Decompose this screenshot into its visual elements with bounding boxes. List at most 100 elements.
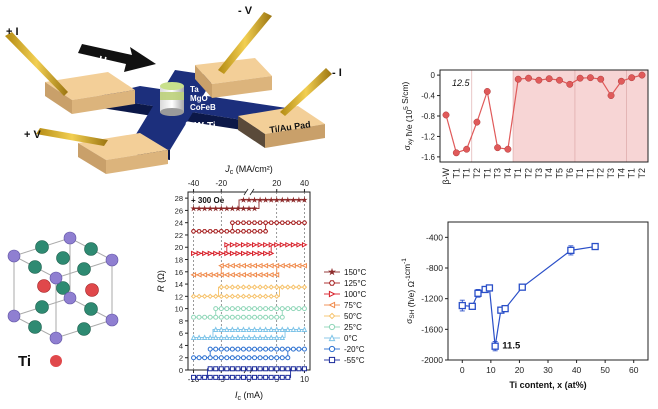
data-point [296,346,302,352]
data-point [218,346,224,352]
y-axis-title: σxy ħ/e (105 S/cm) [400,81,414,150]
x-category-label: T1 [513,168,523,179]
probe-tip-minus-v [218,12,272,74]
data-point [273,196,280,203]
data-point [285,355,291,361]
x-category-label: β-W [441,167,451,184]
data-point [252,241,258,248]
data-point [234,205,242,212]
y-tick-label: 4 [179,341,183,350]
corner-atom-4 [7,309,21,323]
data-point [256,196,264,203]
data-point [274,293,280,300]
data-point [224,374,230,380]
data-point [229,314,235,320]
data-point [251,262,258,269]
data-point [235,326,241,332]
data-point [246,250,253,257]
data-point [223,262,230,269]
legend-label: -55°C [344,356,365,365]
dopant-legend-marker [50,355,62,367]
data-point [190,334,197,340]
data-point [268,241,275,248]
data-point [279,220,285,225]
corner-atom-7 [49,331,63,345]
composition-annotation: 12.5 [452,78,471,88]
switching-loop-0 [190,196,308,212]
data-point [452,149,460,157]
legend-label: -20°C [344,345,365,354]
data-point [218,326,225,332]
data-point [268,374,274,380]
data-point [224,366,230,372]
data-point [235,306,241,312]
data-point [240,196,247,203]
y-tick-label: 14 [175,280,183,289]
data-point [201,293,208,300]
data-point [229,284,236,290]
data-point [240,272,246,278]
data-point [279,374,285,380]
dopant-atom-0 [37,279,51,293]
loop-down-branch [193,222,305,232]
data-point [301,220,308,225]
data-point [201,205,208,212]
data-point [268,220,274,225]
data-point [245,262,252,269]
x-category-label: T3 [534,168,544,179]
data-point [268,334,274,340]
pad-label-plus-i: + I [6,26,19,38]
corner-atom-2 [105,253,119,267]
channel-label: β-W-Ti [185,121,216,132]
x-tick-label: 50 [600,365,610,375]
data-point [224,355,230,361]
data-point [273,262,280,269]
legend-marker-0 [328,267,336,276]
data-point [240,262,246,269]
y-tick-label: 6 [179,329,183,338]
data-point [256,272,263,278]
data-point [235,374,241,380]
y-tick-label: 8 [179,317,183,326]
y-tick-label: 26 [175,206,183,215]
y-tick-label: -2000 [421,355,443,365]
data-point [262,196,269,203]
data-point [224,334,230,340]
data-point [268,250,275,257]
data-point [235,284,241,290]
top-tick-label: -20 [215,179,227,188]
data-point [213,366,219,372]
x-category-label: T1 [627,168,637,179]
data-point [240,334,247,340]
data-point [262,334,269,340]
data-point [257,220,263,225]
y-tick-label: 28 [175,194,183,203]
data-point [229,220,235,225]
corner-atom-5 [63,291,77,305]
data-point [191,314,197,320]
data-point [240,220,247,225]
data-point [301,284,308,290]
data-point [245,272,252,278]
face-atom-5 [35,300,49,314]
data-point [246,366,252,372]
probe-tip-minus-i [280,68,332,116]
x-category-label: T1 [585,168,595,179]
data-point [234,272,241,278]
data-point [485,284,494,292]
data-point [252,314,258,320]
data-point [251,284,258,290]
data-point [257,293,263,300]
data-point [224,250,230,257]
legend-label: 0°C [344,334,358,343]
data-point [229,241,236,248]
data-point [229,229,235,234]
data-point [628,74,636,82]
legend-label: 100°C [344,290,367,299]
data-point [296,220,302,225]
data-point [567,246,575,255]
data-point [251,205,258,212]
data-point [218,262,224,269]
data-point [274,366,280,372]
top-tick-label: -40 [188,179,200,188]
